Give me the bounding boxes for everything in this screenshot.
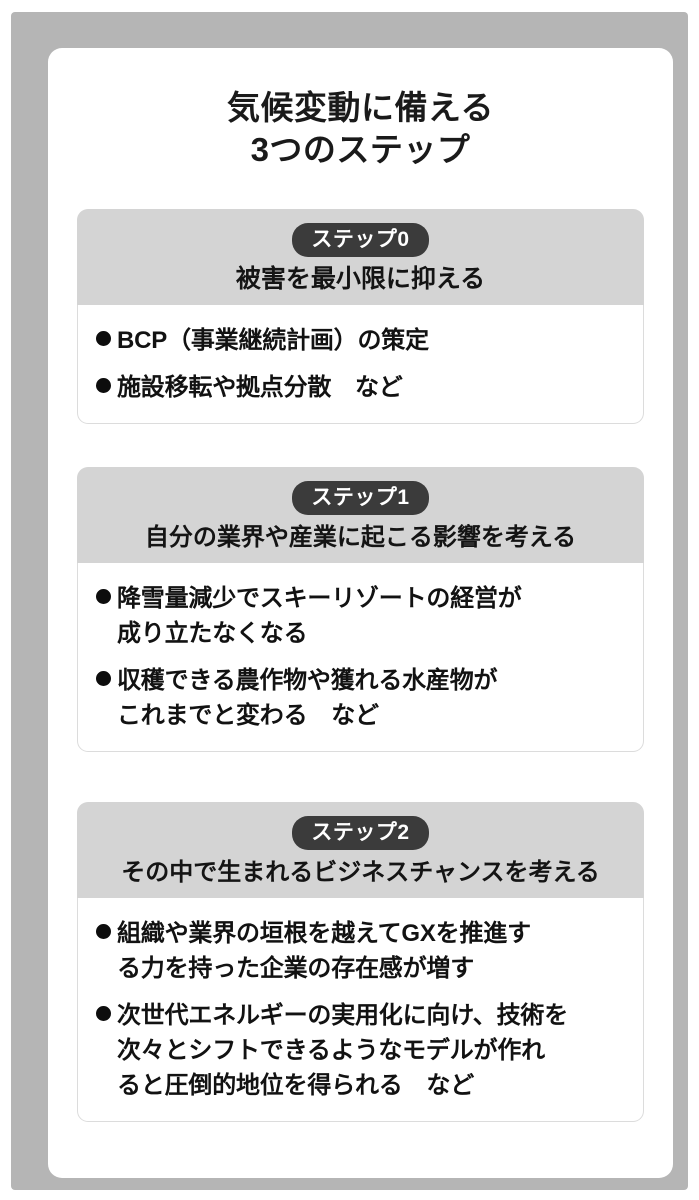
step-2-badge: ステップ2 [292, 816, 429, 850]
step-2-bullet-0: 組織や業界の垣根を越えてGXを推進す る力を持った企業の存在感が増す [117, 916, 531, 986]
bullet-line: 降雪量減少でスキーリゾートの経営が [117, 585, 522, 612]
step-1-body: 降雪量減少でスキーリゾートの経営が 成り立たなくなる 収穫できる農作物や獲れる水… [77, 563, 644, 752]
bullet-line: 施設移転や拠点分散 など [117, 374, 403, 401]
step-1-bullet-1: 収穫できる農作物や獲れる水産物が これまでと変わる など [117, 663, 498, 733]
step-0-badge: ステップ0 [292, 223, 429, 257]
bullet-dot-icon [96, 378, 111, 393]
poster-outer-frame: 気候変動に備える 3つのステップ ステップ0 被害を最小限に抑える BCP（事業… [11, 12, 688, 1190]
list-item: BCP（事業継続計画）の策定 [96, 323, 627, 358]
bullet-dot-icon [96, 589, 111, 604]
bullet-dot-icon [96, 1006, 111, 1021]
step-2-bullet-1: 次世代エネルギーの実用化に向け、技術を 次々とシフトできるようなモデルが作れ る… [117, 998, 568, 1103]
bullet-line: 組織や業界の垣根を越えてGXを推進す [117, 920, 531, 947]
bullet-line: 次世代エネルギーの実用化に向け、技術を [117, 1002, 568, 1029]
bullet-line: これまでと変わる など [117, 702, 379, 729]
bullet-line: ると圧倒的地位を得られる など [117, 1072, 474, 1099]
step-2-header: ステップ2 その中で生まれるビジネスチャンスを考える [77, 802, 644, 898]
page-title-line-2: 3つのステップ [250, 131, 471, 168]
step-0-body: BCP（事業継続計画）の策定 施設移転や拠点分散 など [77, 305, 644, 424]
bullet-dot-icon [96, 671, 111, 686]
step-0-header: ステップ0 被害を最小限に抑える [77, 209, 644, 305]
list-item: 降雪量減少でスキーリゾートの経営が 成り立たなくなる [96, 581, 627, 651]
step-0-bullet-0: BCP（事業継続計画）の策定 [117, 323, 429, 358]
step-1-header: ステップ1 自分の業界や産業に起こる影響を考える [77, 467, 644, 563]
step-1-heading: 自分の業界や産業に起こる影響を考える [144, 524, 577, 551]
list-item: 組織や業界の垣根を越えてGXを推進す る力を持った企業の存在感が増す [96, 916, 627, 986]
step-0-bullet-1: 施設移転や拠点分散 など [117, 370, 403, 405]
bullet-dot-icon [96, 924, 111, 939]
bullet-line: 収穫できる農作物や獲れる水産物が [117, 667, 498, 694]
list-item: 次世代エネルギーの実用化に向け、技術を 次々とシフトできるようなモデルが作れ る… [96, 998, 627, 1103]
step-2-body: 組織や業界の垣根を越えてGXを推進す る力を持った企業の存在感が増す 次世代エネ… [77, 898, 644, 1122]
list-item: 収穫できる農作物や獲れる水産物が これまでと変わる など [96, 663, 627, 733]
bullet-line: 次々とシフトできるようなモデルが作れ [117, 1037, 545, 1064]
step-block-1: ステップ1 自分の業界や産業に起こる影響を考える 降雪量減少でスキーリゾートの経… [77, 467, 644, 752]
list-item: 施設移転や拠点分散 など [96, 370, 627, 405]
bullet-line: る力を持った企業の存在感が増す [117, 955, 474, 982]
poster-white-card: 気候変動に備える 3つのステップ ステップ0 被害を最小限に抑える BCP（事業… [48, 48, 673, 1178]
bullet-line: BCP（事業継続計画）の策定 [117, 327, 429, 354]
step-block-0: ステップ0 被害を最小限に抑える BCP（事業継続計画）の策定 施設移転や拠点分… [77, 209, 644, 424]
bullet-line: 成り立たなくなる [117, 620, 308, 647]
step-1-badge: ステップ1 [292, 481, 429, 515]
bullet-dot-icon [96, 331, 111, 346]
step-block-2: ステップ2 その中で生まれるビジネスチャンスを考える 組織や業界の垣根を越えてG… [77, 802, 644, 1122]
page-title: 気候変動に備える 3つのステップ [48, 87, 673, 171]
step-0-heading: 被害を最小限に抑える [235, 265, 486, 293]
step-2-heading: その中で生まれるビジネスチャンスを考える [121, 859, 600, 886]
page-title-line-1: 気候変動に備える [226, 89, 494, 126]
step-1-bullet-0: 降雪量減少でスキーリゾートの経営が 成り立たなくなる [117, 581, 522, 651]
